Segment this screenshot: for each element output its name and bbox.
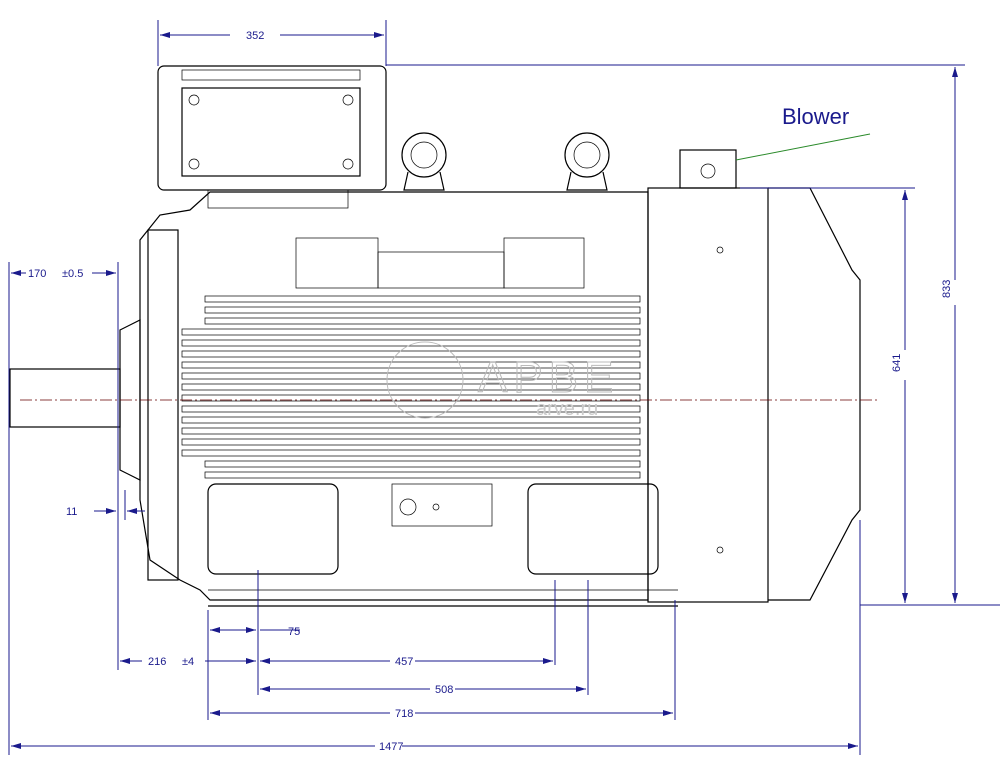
cooling-fin [181, 339, 641, 347]
cooling-fins [181, 295, 641, 479]
dim-foot-holes-a: 457 [395, 656, 413, 668]
cooling-fin [204, 471, 641, 479]
dim-flange-gap: 11 [66, 506, 77, 518]
cooling-fin [181, 383, 641, 391]
watermark: АРВЕ arve.ru [386, 341, 619, 420]
cooling-fin [181, 438, 641, 446]
dim-shaft-to-foot-tolerance: ±4 [182, 656, 194, 668]
watermark-site: arve.ru [536, 398, 598, 420]
cooling-fin [204, 295, 641, 303]
dim-foot-length: 718 [395, 708, 413, 720]
dim-shaft-tolerance: ±0.5 [62, 268, 83, 280]
cooling-fin [181, 372, 641, 380]
terminal-box [157, 65, 387, 209]
cooling-fin [204, 460, 641, 468]
dim-shaft-length: 170 [28, 268, 46, 280]
cooling-fin [181, 394, 641, 402]
cooling-fin [181, 427, 641, 435]
motor-body [9, 191, 678, 607]
dim-terminal-box-width: 352 [246, 30, 264, 42]
cooling-fin [204, 317, 641, 325]
dimensions: 352 833 641 170 ±0.5 11 75 216 ±4 457 50… [8, 20, 1000, 755]
dim-shaft-height: 641 [891, 354, 903, 372]
cooling-fin [181, 328, 641, 336]
cooling-fin [204, 306, 641, 314]
watermark-brand: АРВЕ [478, 353, 619, 402]
cooling-fin [181, 361, 641, 369]
cooling-fin [181, 405, 641, 413]
dim-shaft-to-foot: 216 [148, 656, 166, 668]
dim-total-height: 833 [941, 280, 953, 298]
dim-foot-offset: 75 [288, 626, 300, 638]
cooling-fin [181, 416, 641, 424]
dim-total-length: 1477 [379, 741, 403, 753]
cooling-fin [181, 350, 641, 358]
lifting-eye-left [401, 132, 447, 191]
dim-foot-holes-b: 508 [435, 684, 453, 696]
cooling-fin [181, 449, 641, 457]
blower-callout: Blower [782, 104, 849, 129]
blower-unit: Blower [647, 104, 871, 603]
lifting-eye-right [564, 132, 610, 191]
